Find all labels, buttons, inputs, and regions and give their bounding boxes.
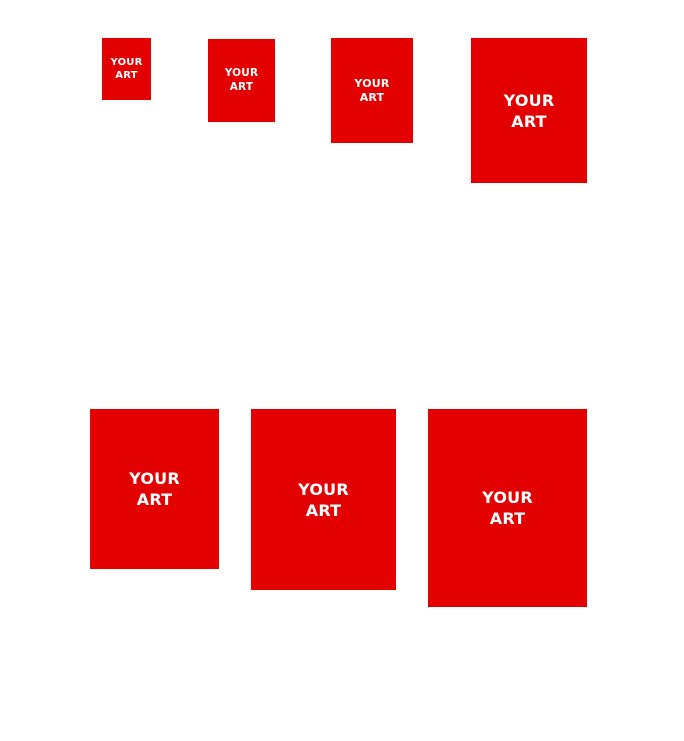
- label-line-1: YOUR: [129, 469, 180, 488]
- label-line-2: ART: [511, 111, 547, 131]
- label-line-2: ART: [489, 509, 526, 528]
- label-line-1: YOUR: [110, 57, 143, 68]
- label-line-1: YOUR: [482, 488, 533, 507]
- art-placeholder-label: YOUR ART: [129, 468, 180, 510]
- art-placeholder-tile-5: YOUR ART: [90, 409, 219, 569]
- label-line-1: YOUR: [298, 479, 349, 499]
- art-placeholder-label: YOUR ART: [482, 487, 533, 529]
- label-line-2: ART: [359, 90, 385, 104]
- label-line-1: YOUR: [503, 90, 555, 110]
- label-line-1: YOUR: [354, 77, 390, 90]
- label-line-1: YOUR: [224, 67, 259, 79]
- label-line-2: ART: [229, 80, 254, 93]
- label-line-2: ART: [115, 70, 138, 81]
- art-placeholder-tile-1: YOUR ART: [102, 38, 151, 100]
- art-placeholder-tile-7: YOUR ART: [428, 409, 587, 607]
- label-line-2: ART: [136, 490, 173, 509]
- label-line-2: ART: [305, 500, 342, 520]
- art-placeholder-label: YOUR ART: [110, 56, 142, 82]
